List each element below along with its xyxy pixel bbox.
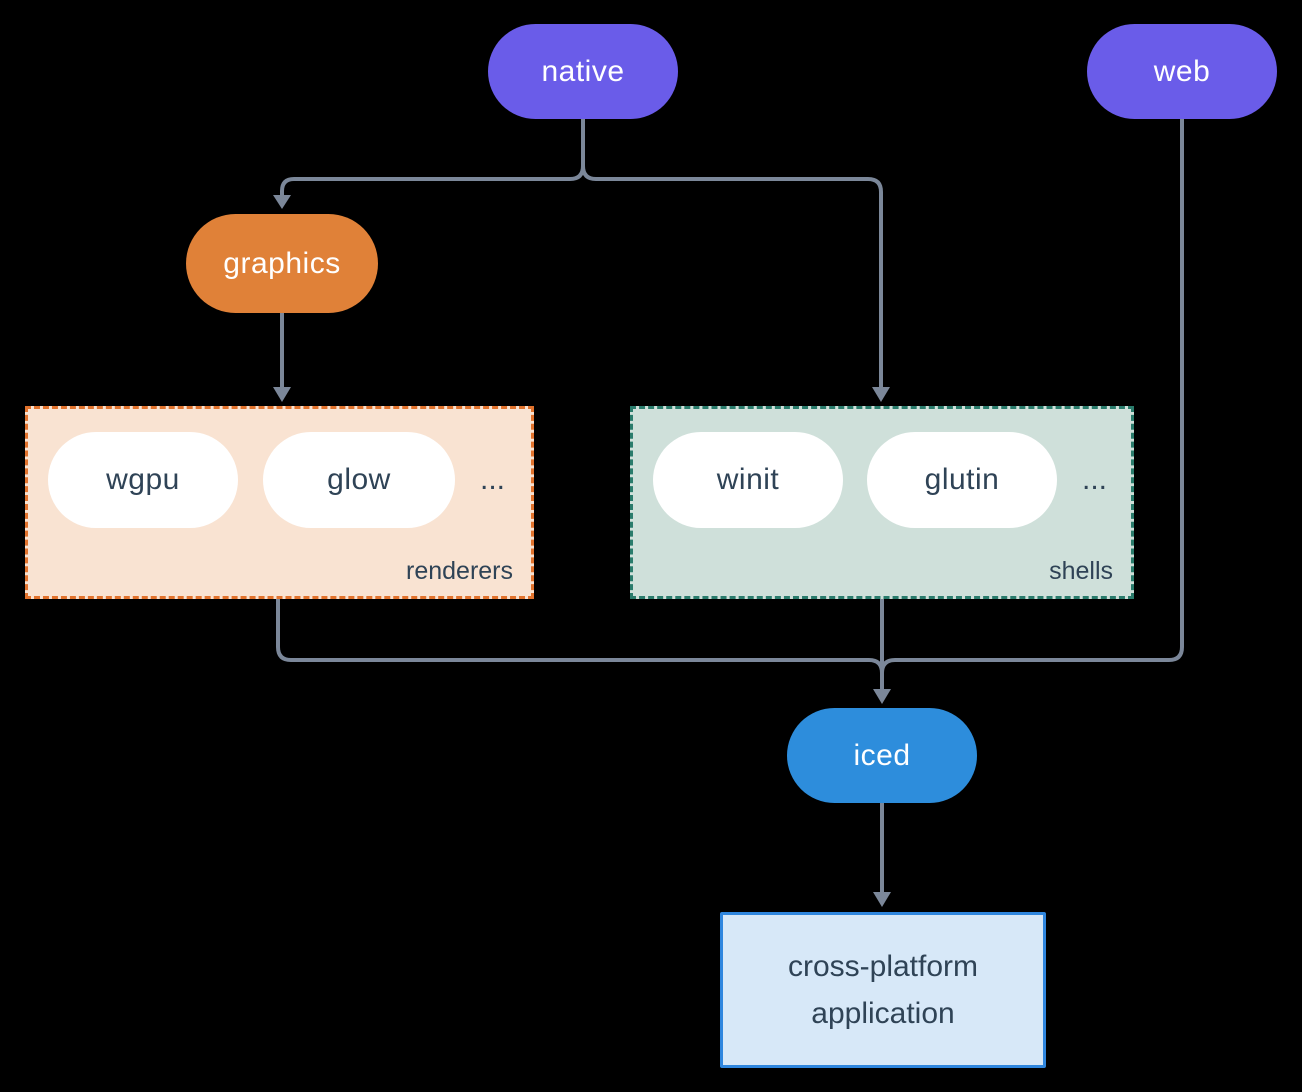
- arrowhead-icon: [872, 387, 890, 402]
- node-glutin-label: glutin: [924, 463, 1000, 496]
- group-shells: winit glutin ... shells: [630, 406, 1134, 599]
- node-winit: winit: [653, 432, 843, 528]
- renderers-ellipsis: ...: [480, 463, 506, 496]
- node-iced: iced: [787, 708, 977, 803]
- arrowhead-icon: [273, 195, 291, 209]
- node-wgpu: wgpu: [48, 432, 238, 528]
- node-cross-platform-application: cross-platform application: [720, 912, 1046, 1068]
- node-native-label: native: [541, 54, 625, 88]
- group-renderers-label: renderers: [406, 557, 513, 585]
- shells-ellipsis: ...: [1082, 463, 1108, 496]
- group-renderers: wgpu glow ... renderers: [25, 406, 534, 599]
- group-shells-label: shells: [1049, 557, 1113, 585]
- node-iced-label: iced: [853, 738, 911, 772]
- arrowhead-icon: [273, 387, 291, 402]
- edge-native-shells: [581, 119, 883, 387]
- node-glutin: glutin: [867, 432, 1057, 528]
- node-winit-label: winit: [716, 463, 780, 496]
- node-wgpu-label: wgpu: [106, 463, 180, 496]
- app-label-line1: cross-platform: [787, 950, 979, 983]
- node-graphics: graphics: [186, 214, 378, 313]
- edge-native-graphics: [280, 119, 585, 195]
- node-web: web: [1087, 24, 1277, 119]
- arrowhead-icon: [873, 892, 891, 907]
- node-glow-label: glow: [327, 463, 391, 496]
- node-native: native: [488, 24, 678, 119]
- edge-renderers-iced: [276, 599, 884, 682]
- app-label-line2: application: [811, 997, 955, 1030]
- node-glow: glow: [263, 432, 455, 528]
- node-graphics-label: graphics: [223, 246, 341, 280]
- arrowhead-icon: [873, 689, 891, 704]
- node-web-label: web: [1153, 54, 1211, 88]
